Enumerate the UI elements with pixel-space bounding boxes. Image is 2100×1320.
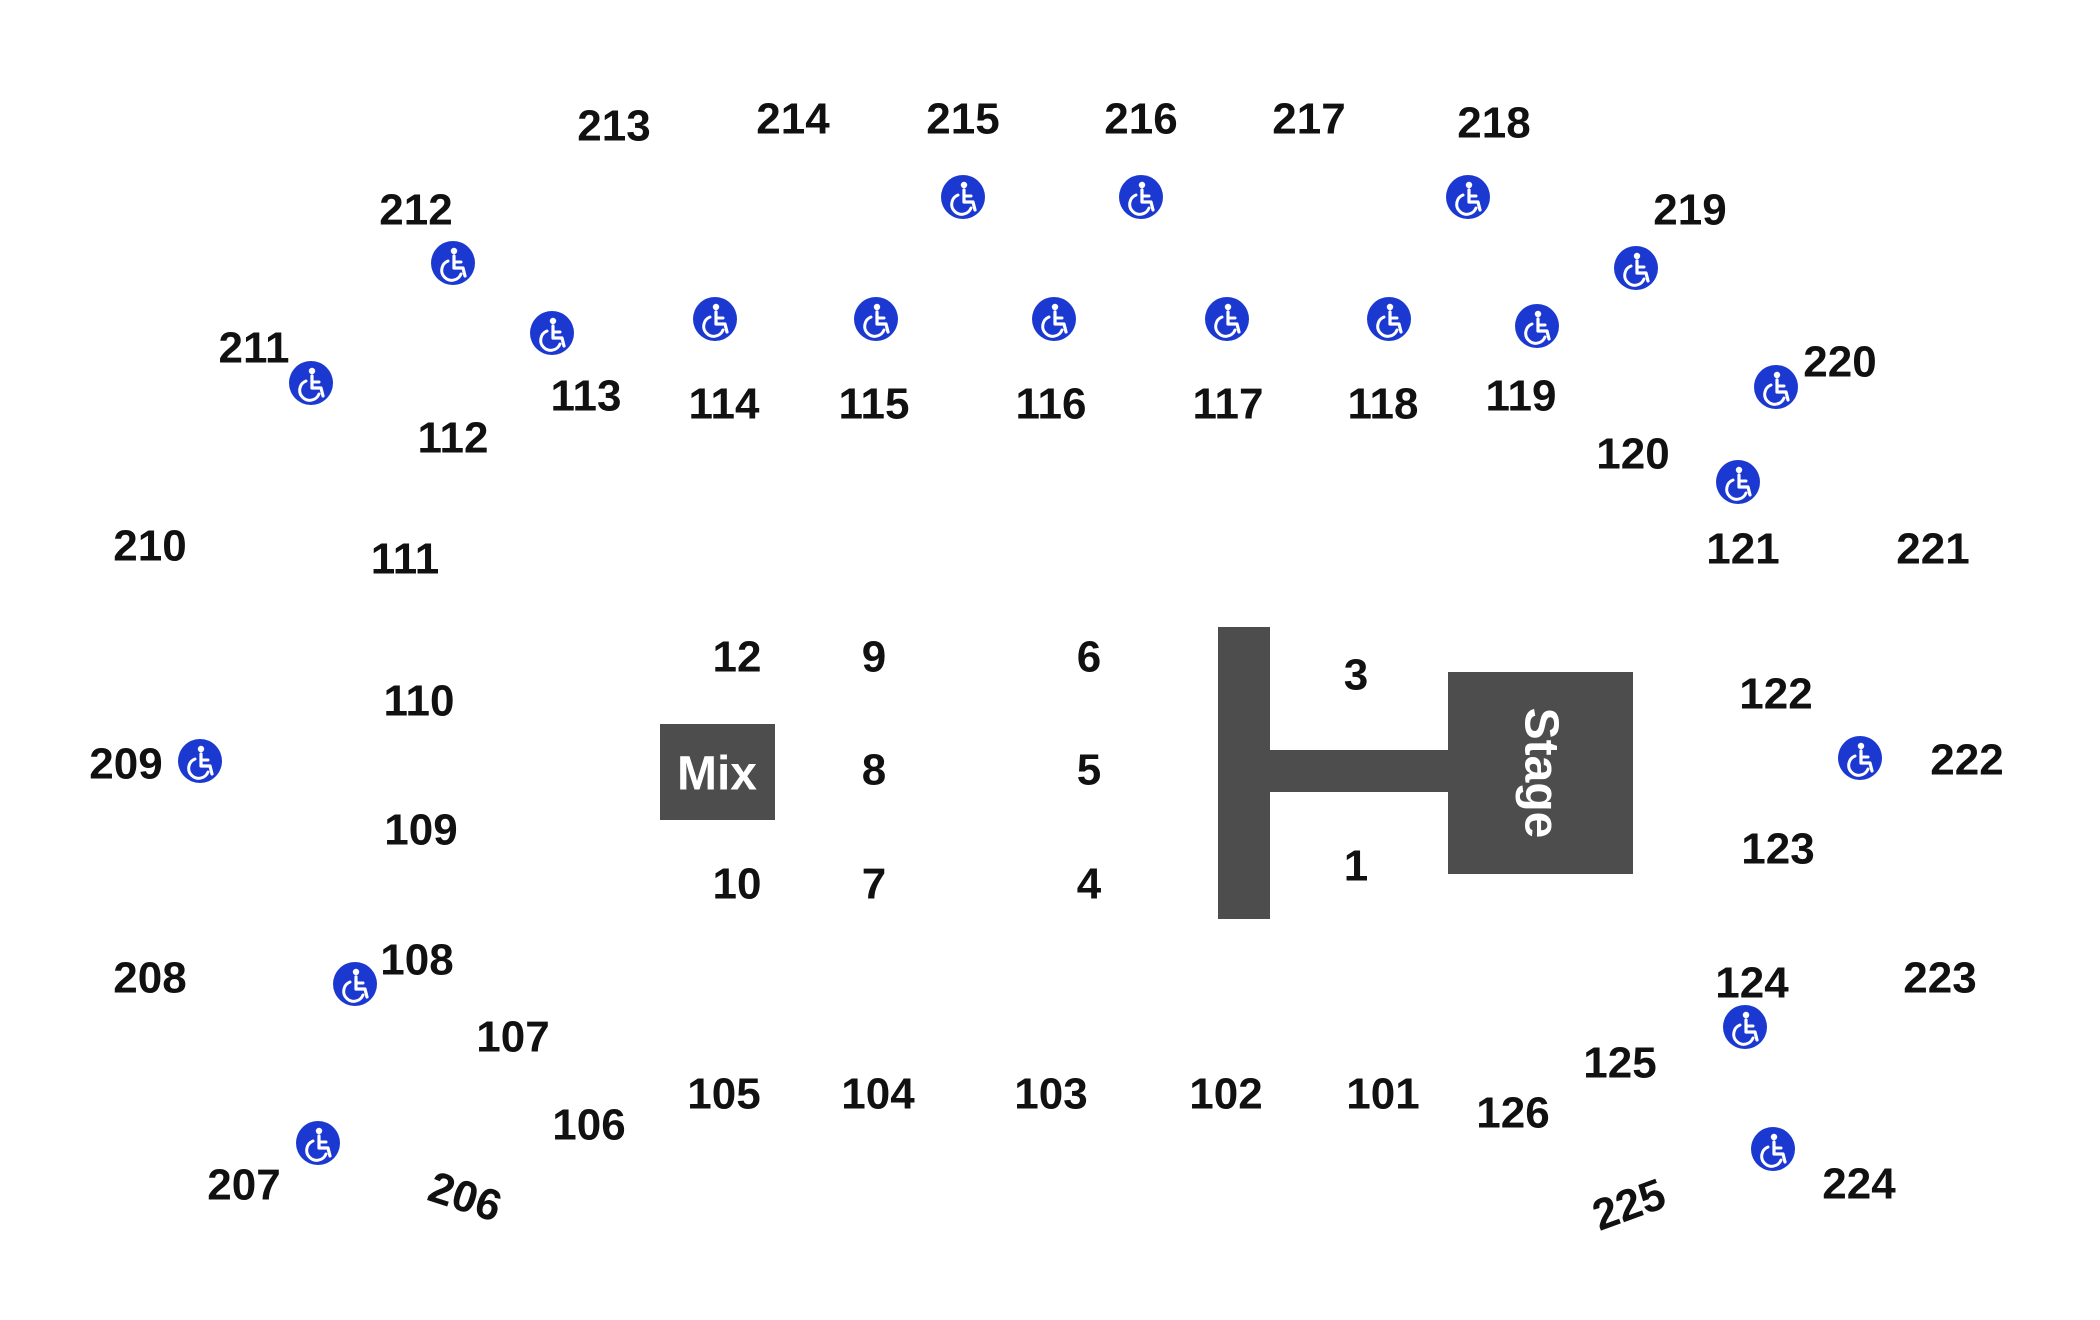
section-118[interactable]: 118 [1348,380,1419,429]
section-117[interactable]: 117 [1193,380,1264,429]
stage-label: Stage [1515,708,1568,839]
section-209[interactable]: 209 [89,740,162,789]
wheelchair-accessible-icon [289,361,333,405]
section-108[interactable]: 108 [380,936,453,985]
section-216[interactable]: 216 [1104,95,1177,144]
mix-label: Mix [677,748,757,801]
section-110[interactable]: 110 [384,677,455,726]
wheelchair-accessible-icon [1032,297,1076,341]
wheelchair-accessible-icon [1614,246,1658,290]
wheelchair-accessible-icon [1367,297,1411,341]
section-207[interactable]: 207 [207,1161,280,1210]
stage-block[interactable] [1448,672,1633,874]
section-12[interactable]: 12 [713,633,762,682]
section-208[interactable]: 208 [113,954,186,1003]
wheelchair-accessible-icon [333,962,377,1006]
wheelchair-accessible-icon [1751,1127,1795,1171]
section-121[interactable]: 121 [1706,525,1779,574]
section-123[interactable]: 123 [1741,825,1814,874]
section-6[interactable]: 6 [1077,633,1101,682]
section-220[interactable]: 220 [1803,338,1876,387]
section-114[interactable]: 114 [689,380,761,429]
section-210[interactable]: 210 [113,522,186,571]
wheelchair-accessible-icon [1754,365,1798,409]
wheelchair-accessible-icon [431,241,475,285]
section-221[interactable]: 221 [1896,525,1969,574]
section-119[interactable]: 119 [1486,372,1557,421]
stage-area: Stage [1218,627,1633,919]
section-224[interactable]: 224 [1822,1160,1896,1209]
section-106[interactable]: 106 [552,1101,625,1150]
section-213[interactable]: 213 [577,102,650,151]
section-120[interactable]: 120 [1596,430,1669,479]
wheelchair-accessible-icon [1838,736,1882,780]
wheelchair-accessible-icon [693,297,737,341]
wheelchair-accessible-icon [1723,1005,1767,1049]
stage-thrust-bar [1218,627,1270,919]
wheelchair-accessible-icon [1446,175,1490,219]
wheelchair-accessible-icon [1716,460,1760,504]
section-10[interactable]: 10 [713,860,762,909]
upper-sections: 206 207 208 209 210 211 212 213 214 215 … [89,95,2003,1241]
wheelchair-accessible-icon [530,311,574,355]
wheelchair-accessible-icon [178,739,222,783]
wheelchair-accessible-icon [296,1121,340,1165]
section-5[interactable]: 5 [1077,746,1101,795]
section-103[interactable]: 103 [1014,1070,1087,1119]
section-219[interactable]: 219 [1653,186,1726,235]
section-124[interactable]: 124 [1715,959,1789,1008]
section-105[interactable]: 105 [687,1070,760,1119]
stage-runway [1268,750,1450,792]
section-215[interactable]: 215 [926,95,999,144]
section-122[interactable]: 122 [1739,670,1812,719]
section-126[interactable]: 126 [1476,1089,1549,1138]
section-1[interactable]: 1 [1344,842,1368,891]
section-8[interactable]: 8 [862,746,886,795]
section-7[interactable]: 7 [862,860,886,909]
section-102[interactable]: 102 [1189,1070,1262,1119]
section-101[interactable]: 101 [1346,1070,1419,1119]
section-104[interactable]: 104 [841,1070,915,1119]
section-3[interactable]: 3 [1344,651,1368,700]
wheelchair-accessible-icon [941,175,985,219]
section-4[interactable]: 4 [1077,860,1102,909]
wheelchair-accessible-icon [1205,297,1249,341]
section-125[interactable]: 125 [1583,1039,1656,1088]
section-225[interactable]: 225 [1586,1169,1672,1240]
mix-block[interactable] [660,724,775,820]
lower-sections: 101 102 103 104 105 106 107 108 109 110 … [371,372,1815,1150]
section-212[interactable]: 212 [379,186,452,235]
section-218[interactable]: 218 [1457,99,1530,148]
mix-area: Mix [660,724,775,820]
section-111[interactable]: 111 [371,535,440,584]
section-113[interactable]: 113 [551,372,622,421]
section-115[interactable]: 115 [839,380,910,429]
section-116[interactable]: 116 [1016,380,1087,429]
section-223[interactable]: 223 [1903,954,1976,1003]
section-222[interactable]: 222 [1930,736,2003,785]
section-217[interactable]: 217 [1272,95,1345,144]
section-9[interactable]: 9 [862,633,886,682]
section-112[interactable]: 112 [418,414,489,463]
accessible-markers [178,175,1882,1171]
wheelchair-accessible-icon [1119,175,1163,219]
section-211[interactable]: 211 [219,324,290,373]
section-109[interactable]: 109 [384,806,457,855]
section-206[interactable]: 206 [423,1162,508,1231]
section-214[interactable]: 214 [756,95,830,144]
wheelchair-accessible-icon [854,297,898,341]
section-107[interactable]: 107 [476,1013,549,1062]
floor-sections: 12 9 6 3 8 5 10 7 4 1 [713,633,1369,909]
wheelchair-accessible-icon [1515,304,1559,348]
